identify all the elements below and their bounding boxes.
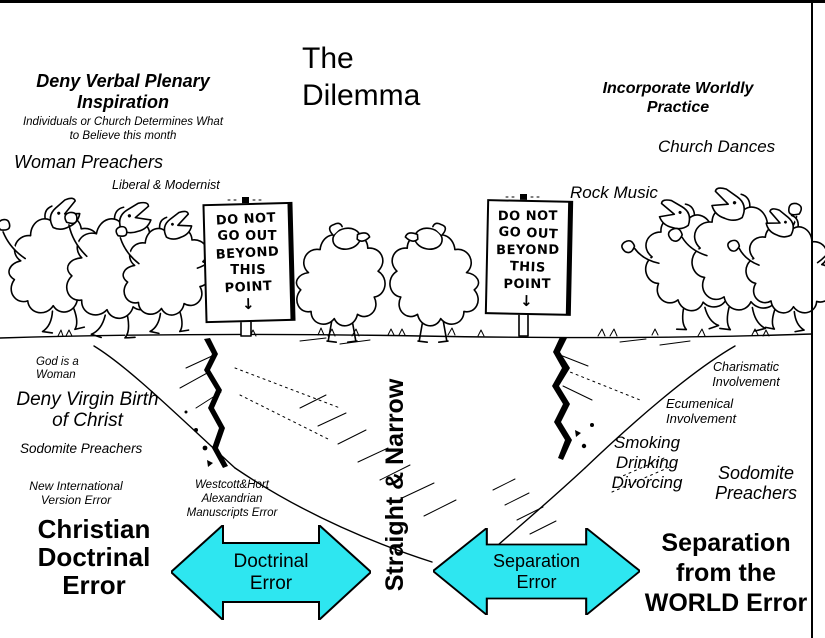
label-westcott-hort-error: Westcott&Hort Alexandrian Manuscripts Er… <box>186 479 278 519</box>
doctrinal-error-arrow-label: Doctrinal Error <box>233 550 309 594</box>
warning-sign-left: DO NOT GO OUT BEYOND THIS POINT ↓ <box>202 201 296 324</box>
label-deny-virgin-birth: Deny Virgin Birth of Christ <box>16 389 159 431</box>
sign-line: THIS <box>508 259 546 276</box>
label-liberal-modernist: Liberal & Modernist <box>112 178 220 192</box>
sign-line: GO OUT <box>497 224 559 243</box>
label-deny-verbal-plenary: Deny Verbal Plenary Inspiration <box>36 71 210 112</box>
label-sodomite-preachers-left: Sodomite Preachers <box>20 441 143 456</box>
left-chasm <box>93 338 457 563</box>
sign-line: POINT <box>223 278 273 297</box>
label-individuals-determine: Individuals or Church Determines What to… <box>22 116 224 142</box>
separation-error-arrow: Separation Error <box>433 528 640 615</box>
separation-error-arrow-label: Separation Error <box>492 550 581 592</box>
label-incorporate-worldly: Incorporate Worldly Practice <box>602 80 754 116</box>
right-border-line <box>811 0 813 638</box>
ground-line <box>0 327 813 346</box>
top-border-line <box>0 0 825 3</box>
label-god-is-a-woman: God is a Woman <box>36 356 79 381</box>
sign-line: DO NOT <box>498 208 559 225</box>
label-rock-music: Rock Music <box>570 183 658 202</box>
doctrinal-error-arrow: Doctrinal Error <box>171 525 371 620</box>
sign-line: GO OUT <box>216 229 277 245</box>
sign-line: POINT <box>503 276 551 293</box>
label-sodomite-preachers-right: Sodomite Preachers <box>714 463 798 503</box>
label-separation-from-world-error: Separation from the WORLD Error <box>644 529 808 617</box>
sheep-flock-right <box>618 184 825 336</box>
label-smoking-drinking-divorcing: Smoking Drinking Divorcing <box>611 433 683 492</box>
sheep-on-path <box>296 218 478 342</box>
down-arrow-icon: ↓ <box>519 291 534 311</box>
sign-line: DO NOT <box>215 210 277 229</box>
double-arrow-shape <box>171 525 371 620</box>
label-woman-preachers: Woman Preachers <box>14 152 164 172</box>
warning-sign-right: DO NOT GO OUT BEYOND THIS POINT ↓ <box>484 199 574 316</box>
double-arrow-shape <box>433 528 640 615</box>
sign-line: THIS <box>229 263 266 279</box>
label-straight-and-narrow: Straight & Narrow <box>381 378 409 592</box>
down-arrow-icon: ↓ <box>241 294 256 314</box>
sign-line: BEYOND <box>215 244 280 263</box>
page-title: The Dilemma <box>302 42 421 112</box>
label-ecumenical-involvement: Ecumenical Involvement <box>666 396 737 426</box>
label-church-dances: Church Dances <box>658 137 776 156</box>
label-charismatic-involvement: Charismatic Involvement <box>712 360 780 389</box>
sign-line: BEYOND <box>495 242 560 259</box>
right-chasm <box>492 337 736 546</box>
label-christian-doctrinal-error: Christian Doctrinal Error <box>37 514 151 600</box>
sheep-flock-left <box>0 190 232 344</box>
label-niv-error: New International Version Error <box>29 479 123 507</box>
